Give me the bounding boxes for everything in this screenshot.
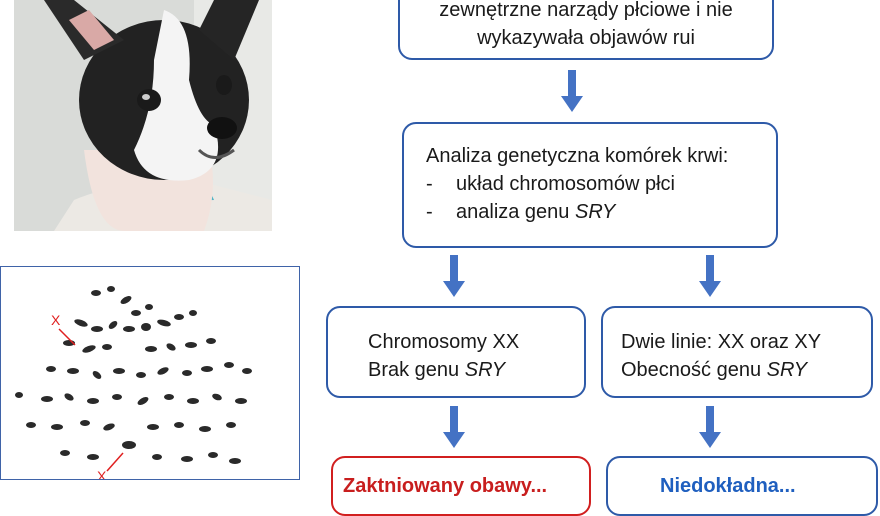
chromosome-spread-image: X X — [15, 286, 252, 480]
arrow-down-icon — [699, 255, 721, 297]
gene-name: SRY — [574, 201, 616, 223]
arrow-down-icon — [443, 406, 465, 448]
result-line-2: Brak genu SRY — [368, 359, 506, 381]
intro-line-1: zewnętrzne narządy płciowe i nie — [439, 0, 733, 21]
karyotype-figure: X X — [0, 266, 300, 480]
x-chromosome-label-bottom: X — [97, 468, 107, 480]
analysis-item-text: układ chromosomów płci — [456, 173, 675, 195]
genetic-analysis-box: Analiza genetyczna komórek krwi: - układ… — [402, 122, 778, 248]
intro-box: zewnętrzne narządy płciowe i nie wykazyw… — [398, 0, 774, 60]
french-bulldog-image — [14, 0, 272, 231]
conclusion-left-text: Zaktniowany obawy... — [343, 475, 548, 497]
conclusion-right-text: Niedokładna... — [660, 475, 796, 497]
analysis-item-sex-chromosomes: - układ chromosomów płci — [426, 170, 776, 198]
analysis-title: Analiza genetyczna komórek krwi: — [426, 145, 729, 167]
gene-name: SRY — [766, 359, 808, 381]
arrow-down-icon — [699, 406, 721, 448]
result-line-1: Chromosomy XX — [368, 331, 520, 353]
arrow-down-icon — [561, 70, 583, 112]
result-line-2: Obecność genu SRY — [621, 359, 808, 381]
bullet-dash: - — [426, 201, 433, 223]
conclusion-box-left: Zaktniowany obawy... — [331, 456, 591, 516]
x-chromosome-label-top: X — [51, 312, 61, 328]
bullet-dash: - — [426, 173, 433, 195]
intro-line-2: wykazywała objawów rui — [477, 27, 695, 49]
result-box-xx: Chromosomy XX Brak genu SRY — [326, 306, 586, 398]
analysis-item-sry-gene: - analiza genu SRY — [426, 198, 776, 226]
arrow-down-icon — [443, 255, 465, 297]
result-box-xx-xy: Dwie linie: XX oraz XY Obecność genu SRY — [601, 306, 873, 398]
result-line-1: Dwie linie: XX oraz XY — [621, 331, 822, 353]
gene-name: SRY — [464, 359, 506, 381]
conclusion-box-right: Niedokładna... — [606, 456, 878, 516]
analysis-item-text: analiza genu — [456, 201, 575, 223]
dog-photo — [14, 0, 272, 231]
